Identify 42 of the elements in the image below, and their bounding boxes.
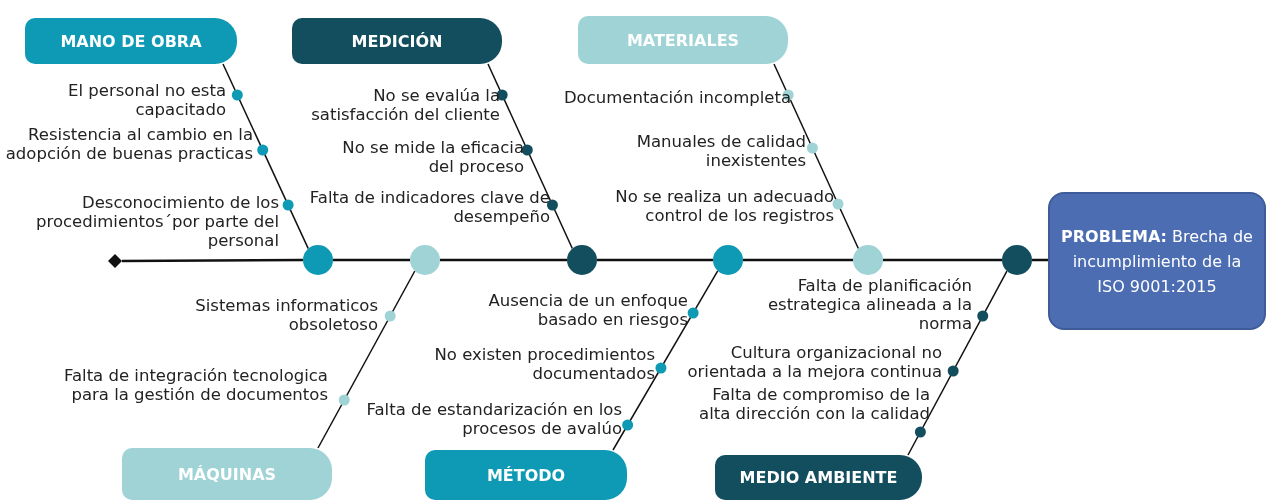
bone-line: [222, 63, 309, 250]
cause-text: Falta de integración tecnologica para la gestión de documentos: [62, 366, 328, 404]
spine-line: [883, 258, 1002, 262]
cause-text: Falta de planificación estrategica alineada a la norma: [738, 276, 972, 333]
cause-text: No se realiza un adecuado control de los registros: [578, 187, 834, 225]
category-tab: MEDIO AMBIENTE: [715, 455, 922, 500]
spine-line: [743, 258, 853, 262]
bone-line: [317, 270, 416, 449]
bone-line: [773, 63, 860, 250]
bone-line: [907, 270, 1008, 456]
category-tab: MANO DE OBRA: [25, 18, 237, 64]
spine-joint: [410, 245, 440, 275]
cause-text: Ausencia de un enfoque basado en riesgos: [458, 291, 688, 329]
spine-joint: [713, 245, 743, 275]
spine-line: [122, 258, 303, 263]
category-tab: MEDICIÓN: [292, 18, 502, 64]
bone-line: [487, 63, 574, 250]
cause-text: Documentación incompleta: [515, 88, 791, 107]
cause-text: Resistencia al cambio en la adopción de buenas practicas: [0, 125, 253, 163]
spine-line: [333, 258, 410, 262]
cause-text: No existen procedimientos documentados: [398, 345, 655, 383]
spine-end-marker: [108, 254, 122, 268]
cause-text: No se evalúa la satisfacción del cliente: [280, 86, 500, 124]
cause-text: Manuales de calidad inexistentes: [610, 132, 806, 170]
category-tab: MÁQUINAS: [122, 448, 332, 500]
spine-joint: [853, 245, 883, 275]
spine-line: [440, 258, 567, 262]
category-tab: MÉTODO: [425, 450, 627, 500]
cause-text: Desconocimiento de los procedimientos´por parte del personal: [0, 193, 279, 250]
cause-text: Falta de estandarización en los procesos de avalúo: [360, 400, 622, 438]
bone-line: [612, 270, 719, 451]
spine-joint: [1002, 245, 1032, 275]
spine-joint: [567, 245, 597, 275]
cause-text: Falta de indicadores clave de desempeño: [296, 188, 550, 226]
category-tab: MATERIALES: [578, 16, 788, 64]
problem-box: PROBLEMA: Brecha de incumplimiento de la ISO 9001:2015: [1048, 192, 1266, 330]
cause-text: Falta de compromiso de la alta dirección con la calidad: [680, 385, 930, 423]
cause-text: No se mide la eficacia del proceso: [316, 138, 524, 176]
cause-text: Sistemas informaticos obsoletoso: [160, 296, 378, 334]
spine-line: [597, 258, 713, 262]
spine-joint: [303, 245, 333, 275]
cause-text: El personal no esta capacitado: [30, 81, 226, 119]
